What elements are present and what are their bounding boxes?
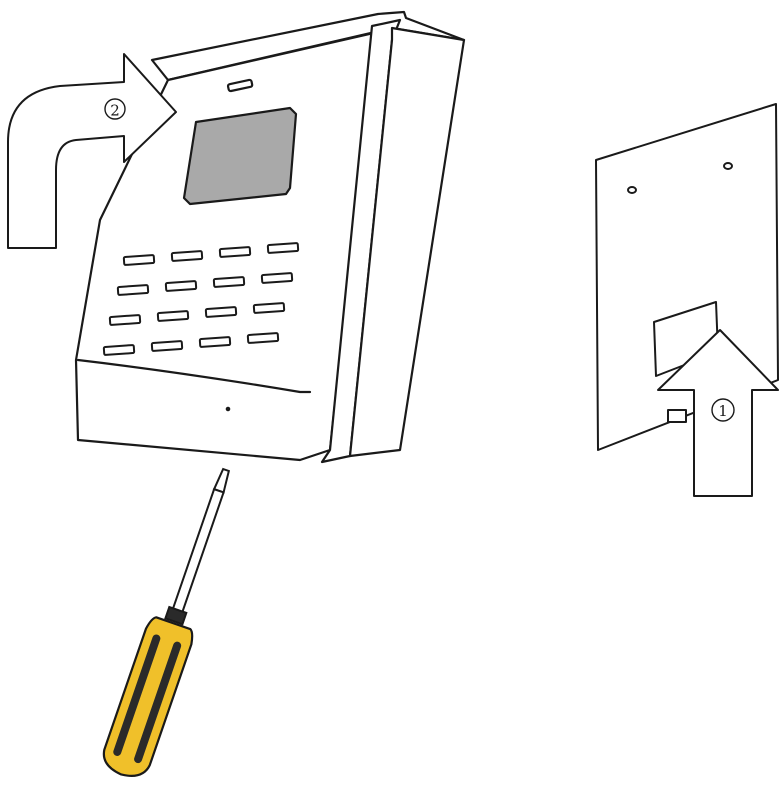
keypad-key-r1-c2 xyxy=(172,251,202,261)
keypad-key-r4-c4 xyxy=(248,333,278,343)
keypad-key-r3-c1 xyxy=(110,315,140,325)
display-screen xyxy=(184,108,296,204)
keypad-key-r1-c3 xyxy=(220,247,250,257)
keypad-key-r3-c3 xyxy=(206,307,236,317)
keypad-key-r3-c2 xyxy=(158,311,188,321)
screwdriver-tip xyxy=(214,468,231,492)
keypad-key-r4-c1 xyxy=(104,345,134,355)
screwdriver-shaft xyxy=(172,489,223,613)
keypad-key-r4-c3 xyxy=(200,337,230,347)
keypad-key-r2-c3 xyxy=(214,277,244,287)
screwdriver xyxy=(98,462,248,782)
chin-dot xyxy=(227,408,229,410)
plate-clip xyxy=(668,410,686,422)
plate-hole-right xyxy=(724,163,732,169)
keypad-key-r2-c2 xyxy=(166,281,196,291)
screwdriver-handle xyxy=(98,615,195,782)
keypad-key-r1-c1 xyxy=(124,255,154,265)
keypad-key-r3-c4 xyxy=(254,303,284,313)
step-2-digit: 2 xyxy=(110,102,120,120)
keypad-key-r2-c1 xyxy=(118,285,148,295)
keypad-key-r4-c2 xyxy=(152,341,182,351)
keypad-key-r2-c4 xyxy=(262,273,292,283)
keypad-key-r1-c4 xyxy=(268,243,298,253)
plate-hole-left xyxy=(628,187,636,193)
step-1-digit: 1 xyxy=(718,402,728,420)
